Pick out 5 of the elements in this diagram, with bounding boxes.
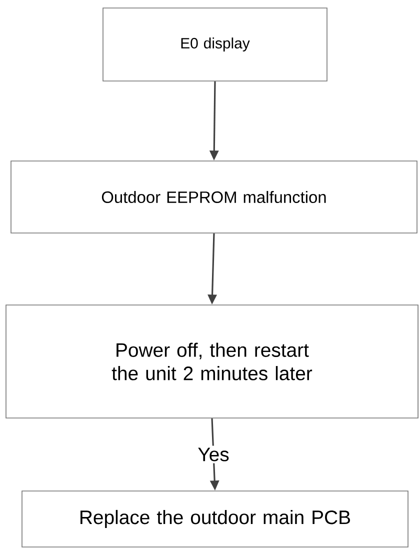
process-box: Replace the outdoor main PCB xyxy=(22,490,408,548)
process-box: Power off, then restart the unit 2 minutes later xyxy=(6,304,418,418)
process-box: Outdoor EEPROM malfunction xyxy=(10,160,418,234)
process-box: E0 display xyxy=(102,8,328,82)
edge-label: Yes xyxy=(196,446,232,464)
